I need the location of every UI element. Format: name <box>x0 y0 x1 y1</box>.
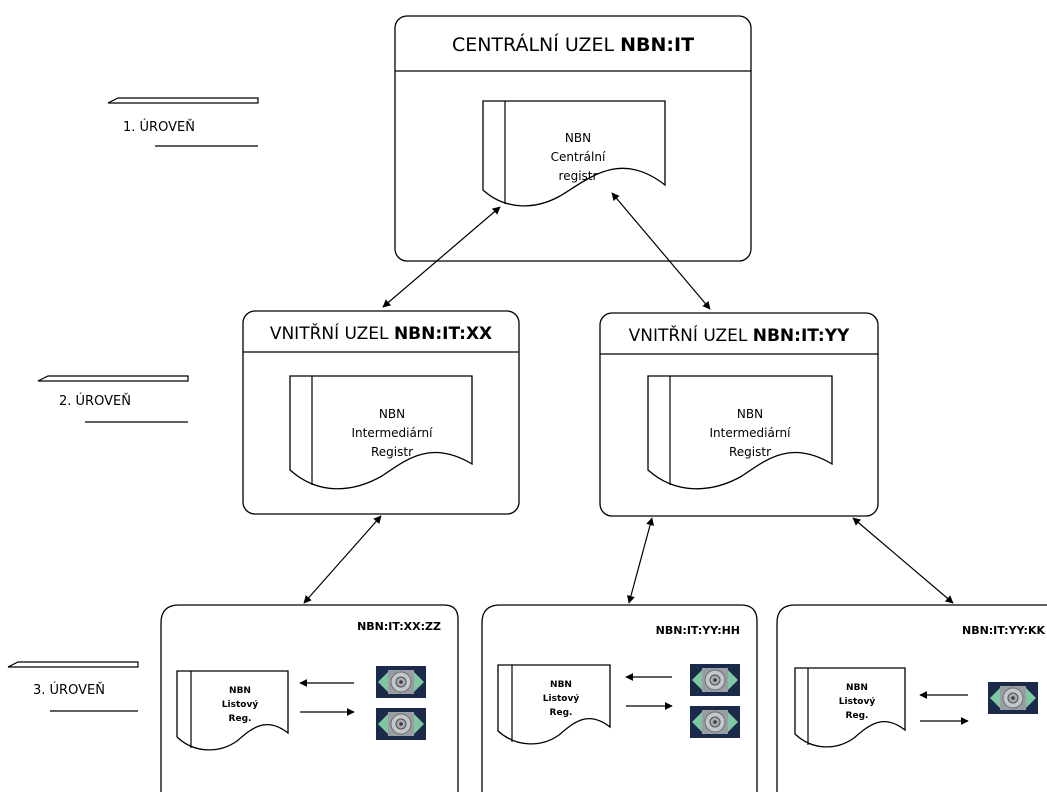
leaf-node-zz: NBN:IT:XX:ZZ NBN Listový Reg. <box>160 604 459 792</box>
leaf-zz-doc-line-3: Reg. <box>229 714 252 724</box>
link-yy-to-kk <box>852 517 954 604</box>
leaf-hh-registry-document: NBN Listový Reg. <box>497 664 611 745</box>
inner-yy-doc-line-2: Intermediární <box>710 426 792 440</box>
level-3-text: 3. ÚROVEŇ <box>33 682 105 698</box>
leaf-node-hh: NBN:IT:YY:HH NBN Listový Reg. <box>481 604 758 792</box>
disk-drive-icon <box>987 681 1039 715</box>
disk-drive-icon <box>689 663 741 697</box>
leaf-zz-registry-document: NBN Listový Reg. <box>176 670 289 751</box>
leaf-zz-doc-line-2: Listový <box>222 700 259 710</box>
link-yy-to-hh <box>627 517 654 604</box>
disk-drive-icon <box>375 665 427 699</box>
leaf-hh-doc-line-1: NBN <box>550 680 572 690</box>
inner-yy-doc-line-3: Registr <box>729 445 771 459</box>
inner-yy-registry-document: NBN Intermediární Registr <box>647 375 833 490</box>
disk-drive-icon <box>689 705 741 739</box>
disk-drive-icon <box>375 707 427 741</box>
link-central-to-xx <box>382 206 501 308</box>
leaf-node-kk: NBN:IT:YY:KK NBN Listový Reg. <box>776 604 1047 792</box>
leaf-node-zz-id: NBN:IT:XX:ZZ <box>357 620 441 633</box>
leaf-node-kk-id: NBN:IT:YY:KK <box>962 624 1045 637</box>
central-node: CENTRÁLNÍ UZEL NBN:IT NBN Centrální regi… <box>394 15 752 262</box>
link-xx-to-zz <box>303 515 382 604</box>
inner-xx-doc-line-3: Registr <box>371 445 413 459</box>
central-doc-line-2: Centrální <box>551 150 606 164</box>
level-2-label: 2. ÚROVEŇ <box>37 375 189 423</box>
leaf-node-hh-id: NBN:IT:YY:HH <box>656 624 740 637</box>
inner-node-yy-title: VNITŘNÍ UZEL NBN:IT:YY <box>629 324 850 346</box>
inner-yy-doc-line-1: NBN <box>737 407 763 421</box>
inner-node-xx-title: VNITŘNÍ UZEL NBN:IT:XX <box>270 322 492 344</box>
inner-xx-doc-line-2: Intermediární <box>352 426 434 440</box>
leaf-kk-doc-line-1: NBN <box>846 683 868 693</box>
level-1-text: 1. ÚROVEŇ <box>123 119 195 135</box>
central-node-title: CENTRÁLNÍ UZEL NBN:IT <box>452 33 694 56</box>
central-doc-line-3: registr <box>559 169 598 183</box>
inner-node-xx: VNITŘNÍ UZEL NBN:IT:XX NBN Intermediární… <box>242 310 520 515</box>
level-3-label: 3. ÚROVEŇ <box>7 661 139 712</box>
link-central-to-yy <box>611 192 711 310</box>
leaf-zz-doc-line-1: NBN <box>229 686 251 696</box>
leaf-kk-registry-document: NBN Listový Reg. <box>794 667 906 748</box>
inner-xx-doc-line-1: NBN <box>379 407 405 421</box>
inner-xx-registry-document: NBN Intermediární Registr <box>289 375 473 490</box>
leaf-hh-doc-line-3: Reg. <box>550 708 573 718</box>
level-2-text: 2. ÚROVEŇ <box>59 393 131 409</box>
leaf-kk-doc-line-3: Reg. <box>846 711 869 721</box>
central-registry-document: NBN Centrální registr <box>482 100 666 207</box>
inner-node-yy: VNITŘNÍ UZEL NBN:IT:YY NBN Intermediární… <box>599 312 879 517</box>
level-1-label: 1. ÚROVEŇ <box>107 97 259 147</box>
leaf-hh-doc-line-2: Listový <box>543 694 580 704</box>
leaf-kk-doc-line-2: Listový <box>839 697 876 707</box>
central-doc-line-1: NBN <box>565 131 591 145</box>
